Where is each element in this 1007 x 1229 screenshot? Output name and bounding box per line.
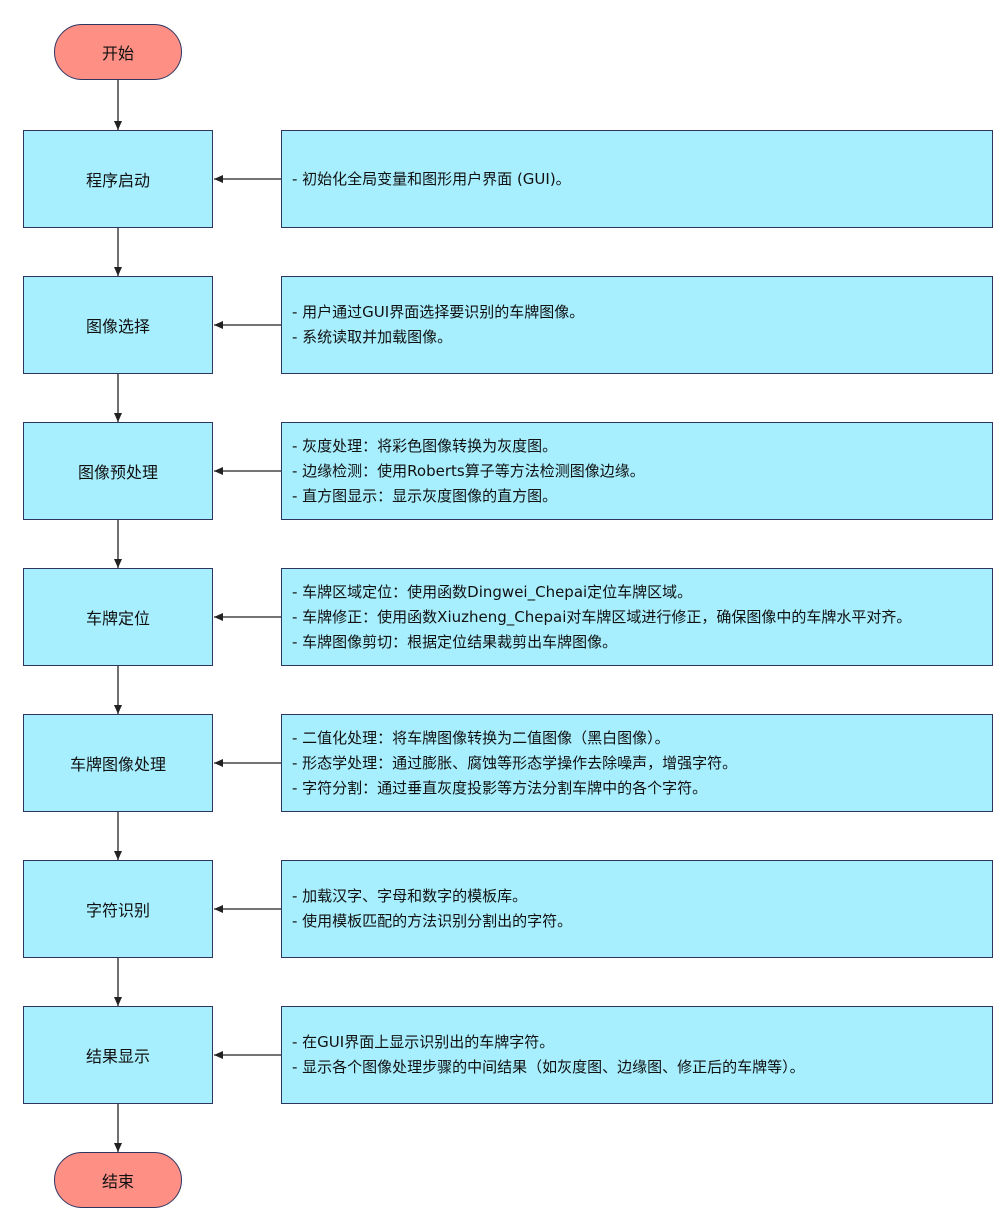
note-line: - 灰度处理：将彩色图像转换为灰度图。	[292, 436, 558, 455]
step-notes: - 在GUI界面上显示识别出的车牌字符。 - 显示各个图像处理步骤的中间结果（如灰…	[281, 1006, 993, 1104]
process-step: 图像预处理	[23, 422, 213, 520]
start-terminal: 开始	[54, 24, 182, 80]
note-line: - 车牌图像剪切：根据定位结果裁剪出车牌图像。	[292, 632, 618, 651]
step-notes: - 加载汉字、字母和数字的模板库。 - 使用模板匹配的方法识别分割出的字符。	[281, 860, 993, 958]
step-notes: - 初始化全局变量和图形用户界面 (GUI)。	[281, 130, 993, 228]
note-line: - 字符分割：通过垂直灰度投影等方法分割车牌中的各个字符。	[292, 778, 708, 797]
note-line: - 加载汉字、字母和数字的模板库。	[292, 887, 528, 905]
step-notes: - 用户通过GUI界面选择要识别的车牌图像。 - 系统读取并加载图像。	[281, 276, 993, 374]
step-notes: - 车牌区域定位：使用函数Dingwei_Chepai定位车牌区域。 - 车牌修正…	[281, 568, 993, 666]
note-line: - 初始化全局变量和图形用户界面 (GUI)。	[292, 169, 571, 188]
note-line: - 车牌修正：使用函数Xiuzheng_Chepai对车牌区域进行修正，确保图像…	[292, 607, 912, 626]
process-step: 字符识别	[23, 860, 213, 958]
note-line: - 使用模板匹配的方法识别分割出的字符。	[292, 912, 573, 930]
note-line: - 二值化处理：将车牌图像转换为二值图像（黑白图像）。	[292, 728, 670, 747]
note-line: - 显示各个图像处理步骤的中间结果（如灰度图、边缘图、修正后的车牌等）。	[292, 1058, 805, 1076]
process-step: 图像选择	[23, 276, 213, 374]
process-step: 车牌定位	[23, 568, 213, 666]
note-line: - 边缘检测：使用Roberts算子等方法检测图像边缘。	[292, 461, 645, 480]
note-line: - 车牌区域定位：使用函数Dingwei_Chepai定位车牌区域。	[292, 582, 693, 601]
step-notes: - 灰度处理：将彩色图像转换为灰度图。 - 边缘检测：使用Roberts算子等方法…	[281, 422, 993, 520]
process-step: 结果显示	[23, 1006, 213, 1104]
end-terminal: 结束	[54, 1152, 182, 1208]
note-line: - 直方图显示：显示灰度图像的直方图。	[292, 486, 558, 505]
step-notes: - 二值化处理：将车牌图像转换为二值图像（黑白图像）。 - 形态学处理：通过膨胀、…	[281, 714, 993, 812]
note-line: - 在GUI界面上显示识别出的车牌字符。	[292, 1033, 555, 1051]
note-line: - 系统读取并加载图像。	[292, 328, 453, 346]
process-step: 程序启动	[23, 130, 213, 228]
note-line: - 形态学处理：通过膨胀、腐蚀等形态学操作去除噪声，增强字符。	[292, 753, 738, 772]
process-step: 车牌图像处理	[23, 714, 213, 812]
note-line: - 用户通过GUI界面选择要识别的车牌图像。	[292, 303, 585, 321]
